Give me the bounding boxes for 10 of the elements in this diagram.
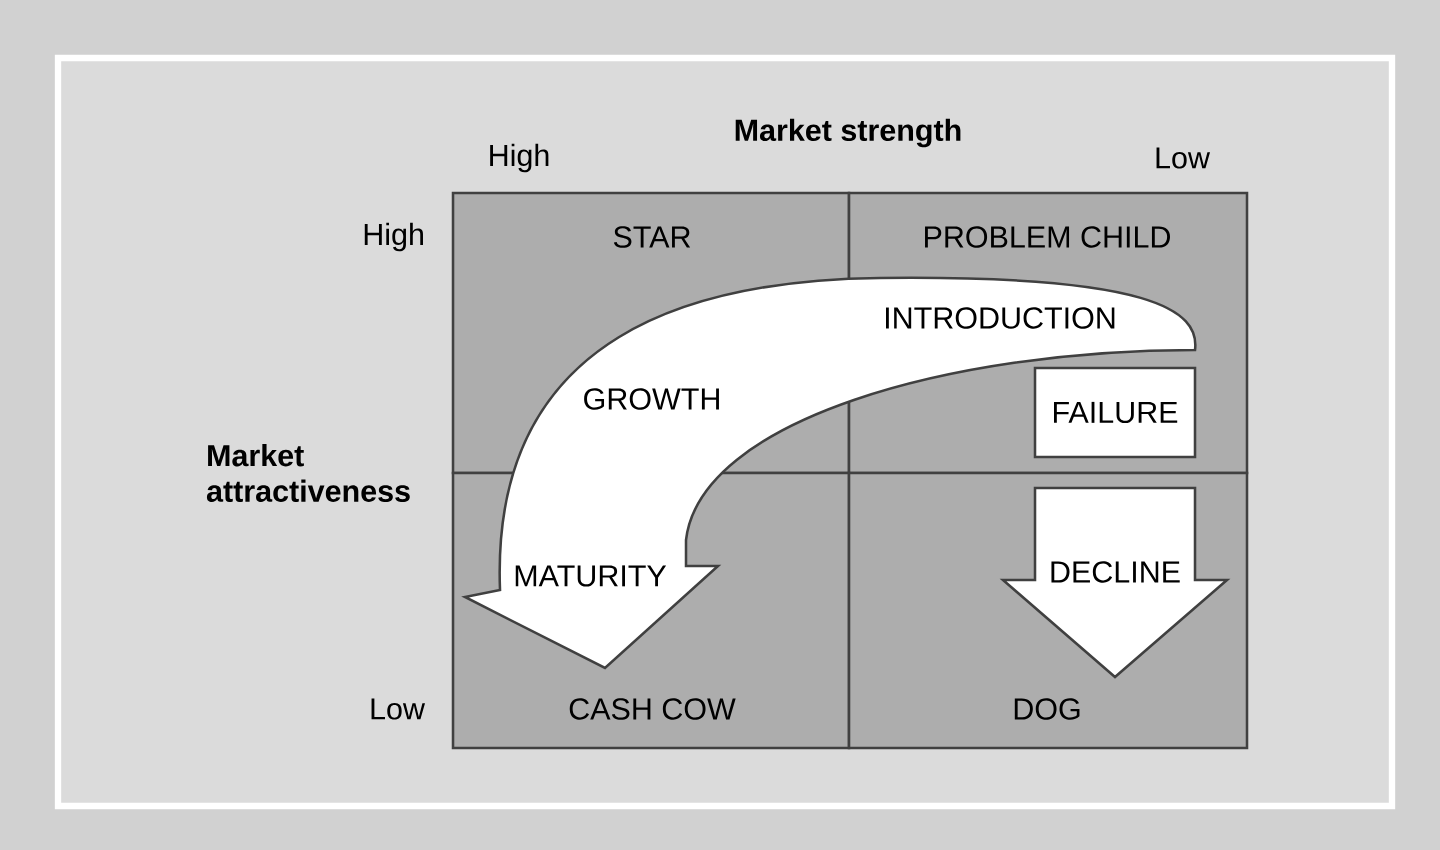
stage-label: MATURITY [515,565,667,587]
stage-label: INTRODUCTION [886,307,1115,329]
axis-label: Low [1156,147,1210,169]
axis-title: Market attractiveness [206,444,410,502]
stage-label: GROWTH [584,388,719,410]
axis-label: High [364,222,423,252]
axis-title: Market strength [735,118,961,148]
curved-block-arrow [463,276,1197,670]
failure-box: FAILURE [1033,366,1197,459]
axis-label: Low [371,698,425,720]
